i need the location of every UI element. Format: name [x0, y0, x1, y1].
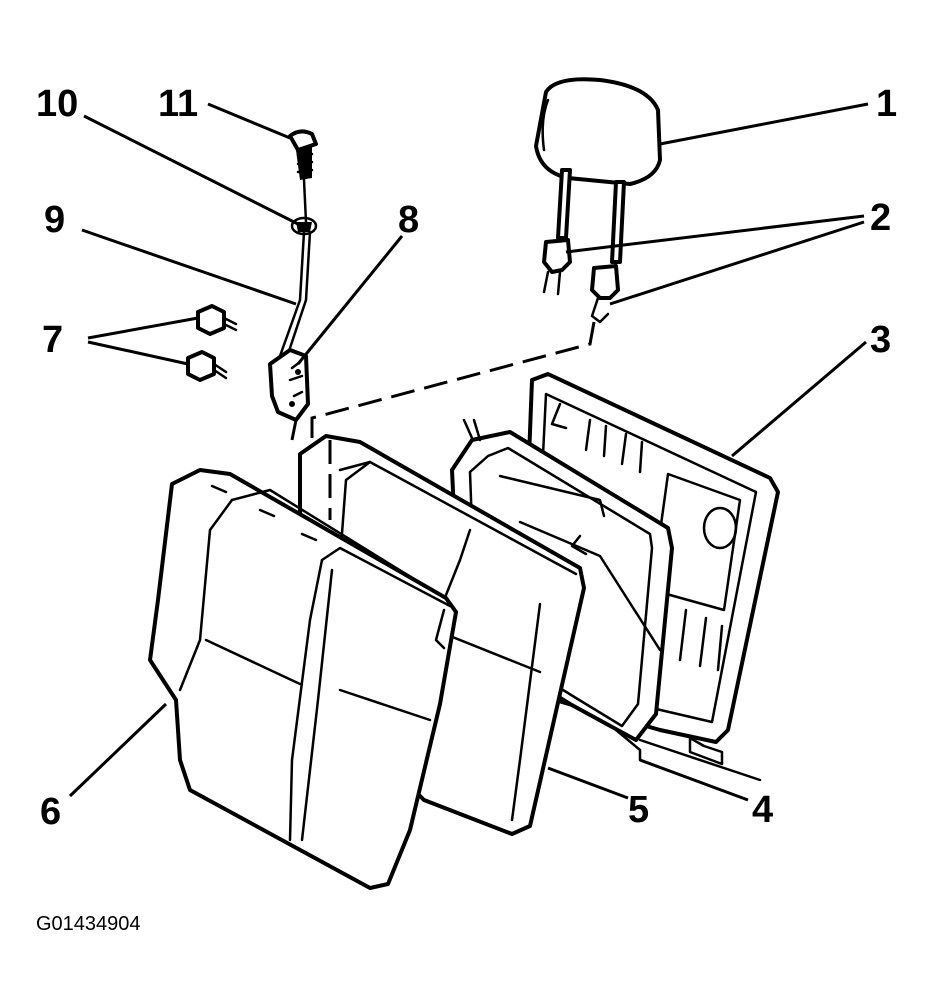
- callout-4: 4: [752, 789, 773, 831]
- figure-id: G01434904: [36, 913, 141, 935]
- assembly-line-headrest: [310, 321, 596, 440]
- callout-8: 8: [398, 199, 419, 241]
- bolts: [186, 304, 238, 382]
- cable: [278, 178, 312, 362]
- leader-lines: [68, 102, 869, 802]
- headrest-guides: [542, 238, 620, 324]
- seat-back-cover: [148, 468, 458, 890]
- callout-7: 7: [42, 319, 63, 361]
- callout-1: 1: [876, 83, 897, 125]
- assembly-line-latch: [290, 419, 298, 441]
- screw: [288, 129, 318, 180]
- callout-11: 11: [158, 83, 198, 125]
- callout-6: 6: [40, 791, 61, 833]
- headrest: [534, 77, 662, 264]
- callout-9: 9: [44, 199, 65, 241]
- callout-3: 3: [870, 319, 891, 361]
- callout-5: 5: [628, 789, 649, 831]
- callout-2: 2: [870, 197, 891, 239]
- callout-10: 10: [36, 83, 78, 125]
